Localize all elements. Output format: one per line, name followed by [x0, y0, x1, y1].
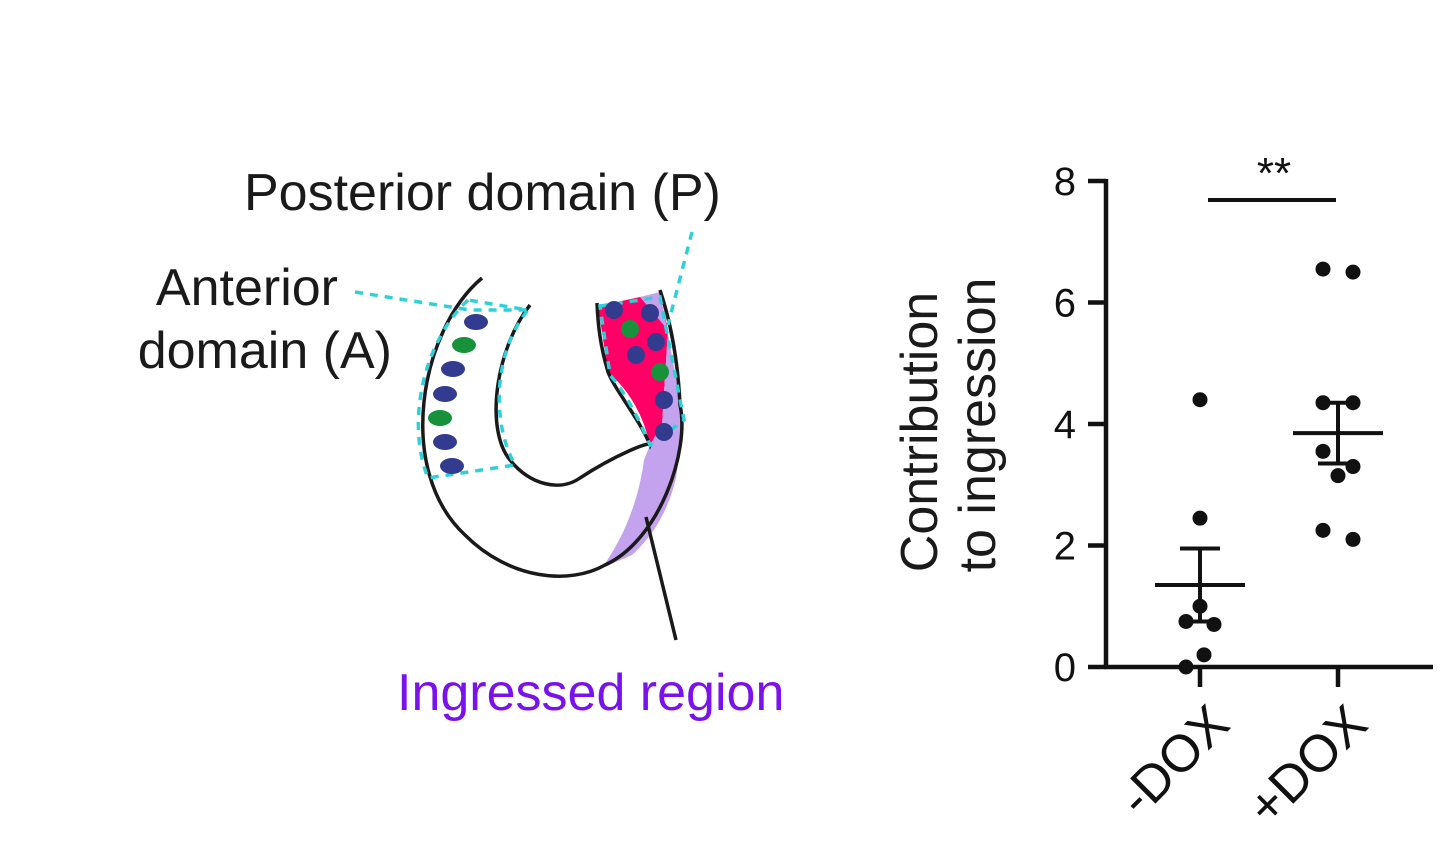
nucleus-blue	[641, 304, 659, 322]
data-point	[1315, 443, 1331, 459]
ingressed-region-label: Ingressed region	[397, 664, 784, 722]
nucleus-blue	[440, 458, 464, 474]
data-point	[1206, 616, 1222, 632]
embryo-diagram: Posterior domain (P) Anterior domain (A)…	[138, 164, 785, 722]
embryo-inner-outline	[494, 302, 652, 487]
nucleus-blue	[627, 346, 645, 364]
data-point	[1178, 659, 1194, 675]
mean-sem-bars	[1155, 400, 1383, 624]
nucleus-green	[428, 410, 452, 426]
data-point	[1192, 510, 1208, 526]
significance-bracket: **	[1208, 149, 1336, 202]
nucleus-blue	[433, 434, 457, 450]
data-points	[1178, 261, 1361, 675]
y-tick-label: 2	[1054, 525, 1076, 569]
x-tick-label: +DOX	[1236, 694, 1378, 836]
data-point	[1315, 261, 1331, 277]
nucleus-blue	[605, 301, 623, 319]
data-point	[1192, 392, 1208, 408]
y-axis-label-line1: Contribution	[891, 292, 949, 572]
posterior-domain-region	[598, 295, 668, 445]
anterior-leader-line	[354, 290, 528, 312]
y-axis-label-line2: to ingression	[949, 278, 1007, 573]
nucleus-blue	[464, 314, 488, 330]
anterior-nuclei	[428, 314, 488, 474]
posterior-leader-line	[666, 231, 694, 326]
nucleus-blue	[655, 391, 673, 409]
data-point	[1330, 468, 1346, 484]
nucleus-blue	[655, 423, 673, 441]
nucleus-blue	[647, 333, 665, 351]
y-tick-label: 8	[1054, 160, 1076, 204]
data-point	[1315, 522, 1331, 538]
nucleus-blue	[433, 386, 457, 402]
anterior-domain-label-line1: Anterior	[156, 259, 338, 317]
y-ticks: 0 2 4 6 8	[1054, 160, 1106, 690]
posterior-domain-label: Posterior domain (P)	[244, 164, 721, 222]
x-ticks: -DOX+DOX	[1108, 667, 1378, 837]
data-point	[1196, 647, 1212, 663]
x-tick-label: -DOX	[1108, 694, 1241, 827]
ingression-chart: 0 2 4 6 8 -DOX+DOX ** Contribution to ingres…	[891, 149, 1433, 837]
y-tick-label: 6	[1054, 282, 1076, 326]
ingressed-leader-line	[644, 516, 678, 641]
nucleus-green	[651, 363, 669, 381]
data-point	[1345, 459, 1361, 475]
nucleus-green	[452, 337, 476, 353]
nucleus-blue	[441, 361, 465, 377]
data-point	[1345, 531, 1361, 547]
significance-label: **	[1257, 149, 1291, 198]
posterior-nuclei	[605, 301, 673, 441]
nucleus-green	[621, 320, 639, 338]
y-tick-label: 0	[1054, 646, 1076, 690]
anterior-domain-label-line2: domain (A)	[138, 322, 392, 380]
data-point	[1345, 264, 1361, 280]
y-tick-label: 4	[1054, 403, 1076, 447]
